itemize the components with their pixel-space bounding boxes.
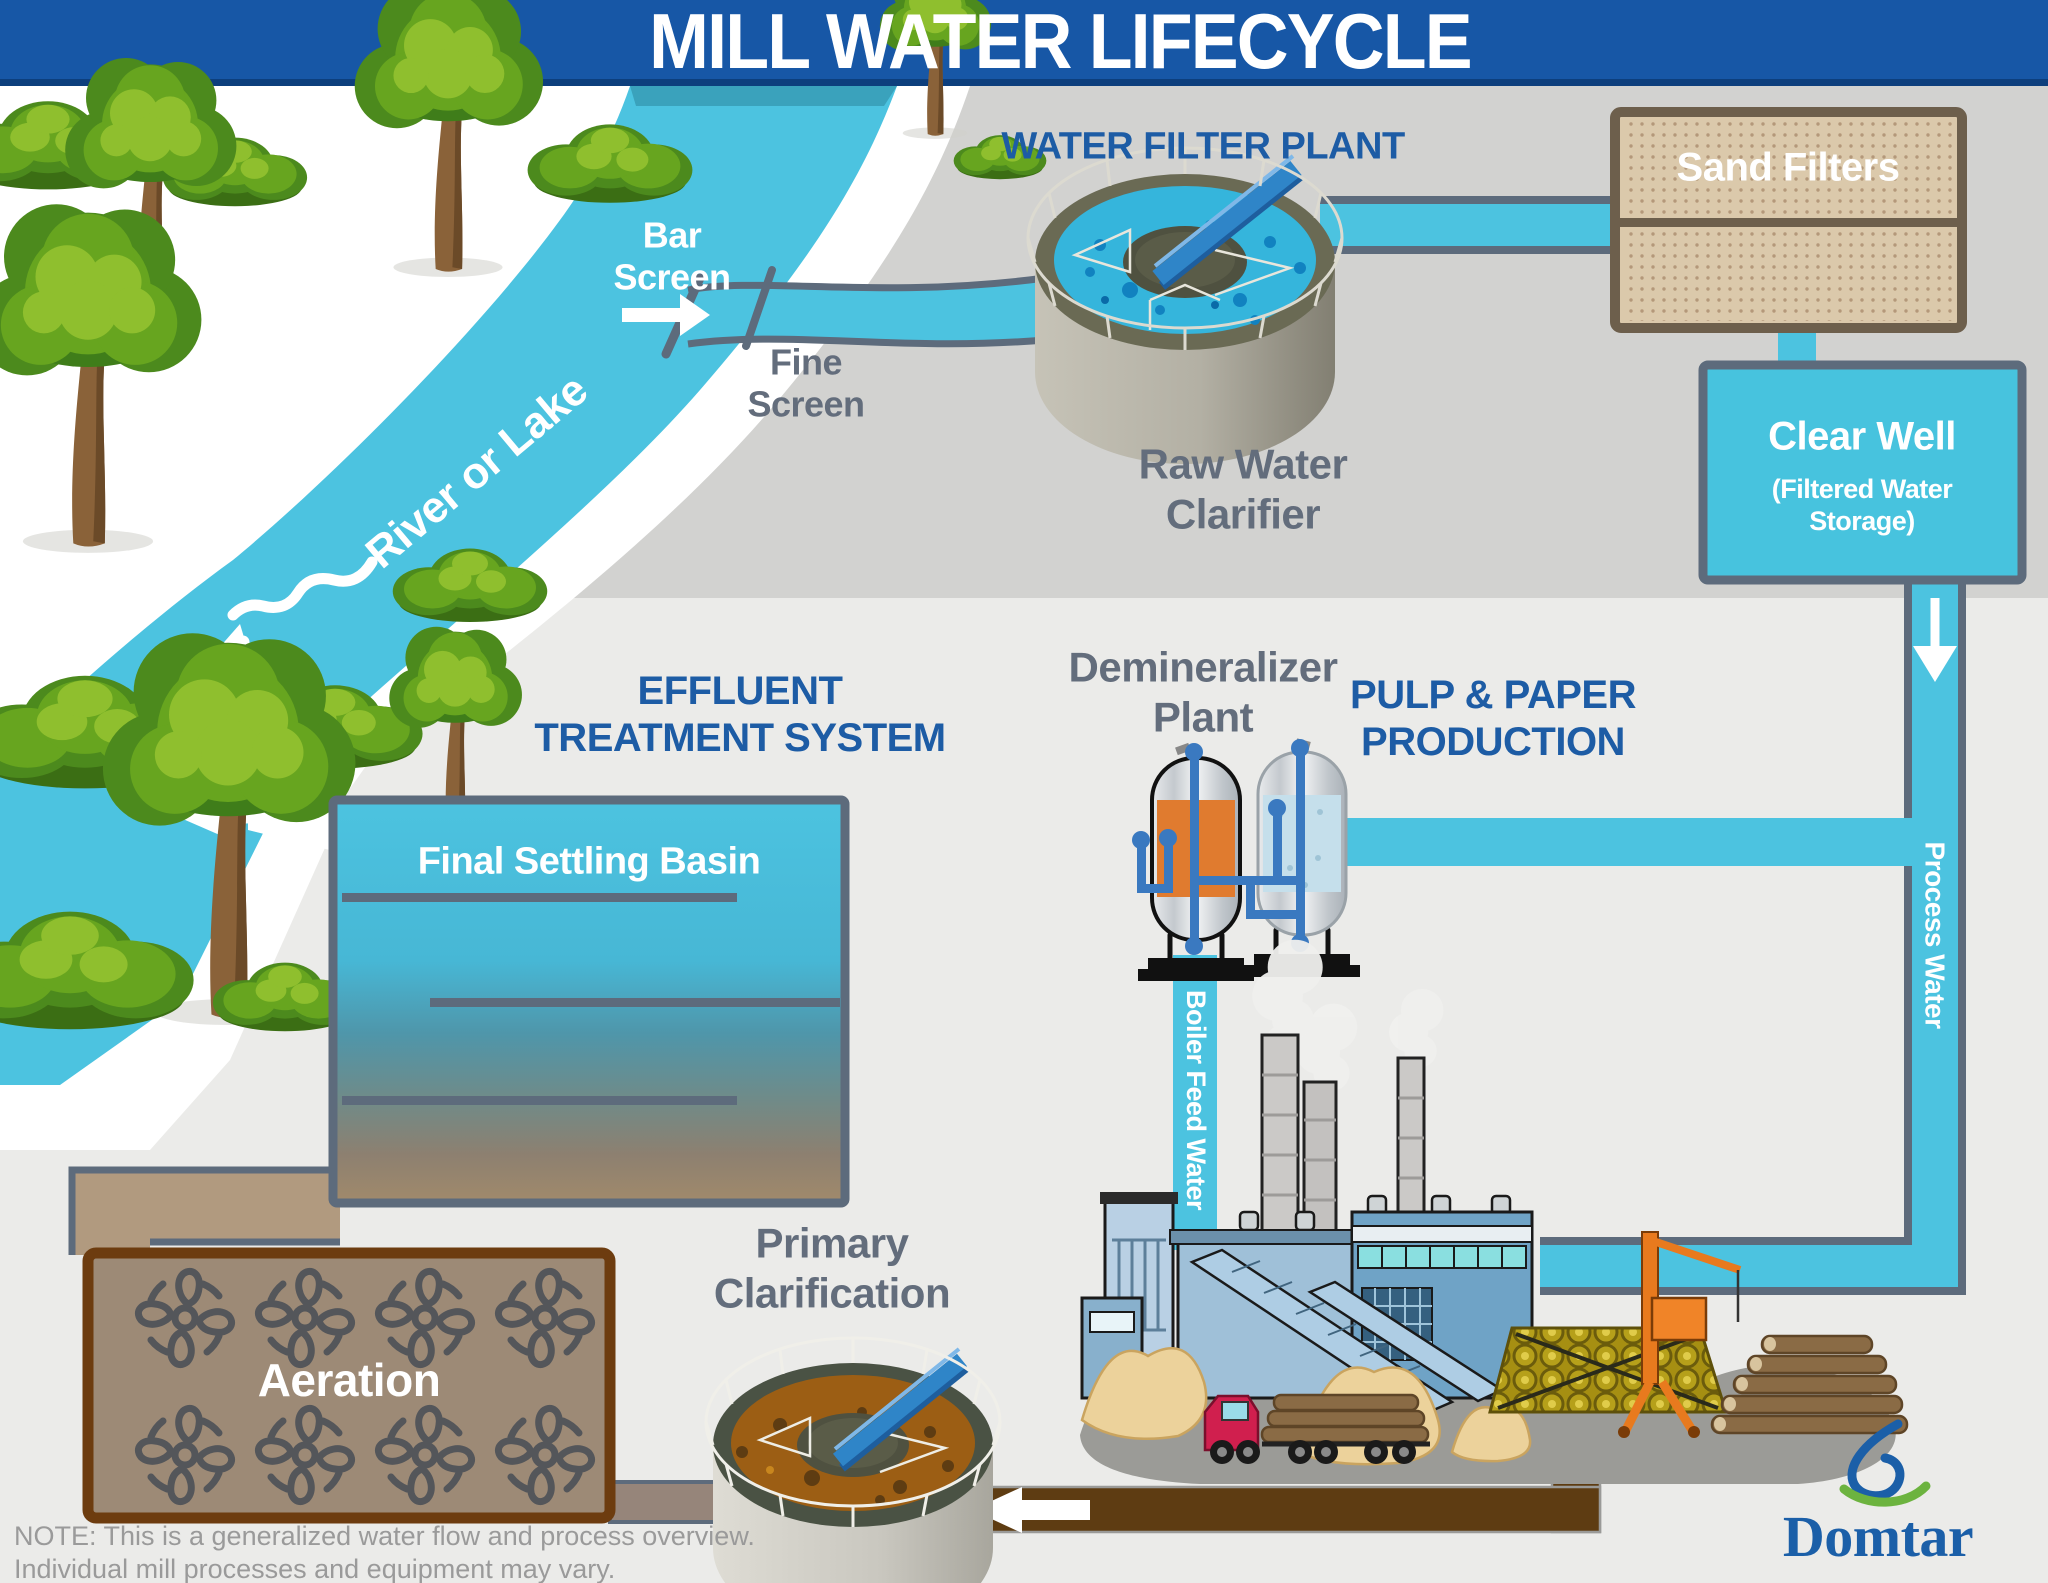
pipe-basin-aeration [68,1166,340,1255]
label-process-water: Process Water [1919,841,1951,1029]
label-aeration: Aeration [257,1353,441,1406]
clear-well-box [1698,360,2027,585]
pipe-demineralizer-branch [1345,818,1915,866]
clarifier-railing [1026,146,1344,350]
basin-baffle [430,998,840,1007]
clarifier-truss [756,1416,950,1474]
crane [1618,1231,1742,1438]
label-clear-well-subtitle: (Filtered Water Storage) [1771,474,1953,536]
logo-wordmark: Domtar [1782,1503,1974,1569]
label-clear-well: Clear Well [1768,414,1956,459]
label-boiler-feed-water: Boiler Feed Water [1180,989,1211,1211]
clarifier-bridge [1152,154,1304,290]
label-effluent-treatment-system: EFFLUENT TREATMENT SYSTEM [534,668,946,760]
clarifier-bridge [832,1347,969,1472]
label-pulp-paper-production: PULP & PAPER PRODUCTION [1350,672,1636,764]
log-truck [1203,1393,1430,1464]
footnote: NOTE: This is a generalized water flow a… [14,1521,755,1583]
clarifier-railing [704,1336,1002,1527]
process-water-down-arrow-icon [1913,598,1957,682]
pulp-mill-illustration [1080,939,1909,1484]
clarifier-truss [1071,228,1295,330]
basin-baffle [342,893,737,902]
label-fine-screen: Fine Screen [747,341,865,425]
pipe-boiler-feed [1173,955,1217,1250]
river-top-shade [630,86,897,106]
final-settling-basin-box [328,795,850,1208]
log-pile-brown [1710,1334,1909,1435]
aeration-box [82,1247,616,1524]
intake-channel [661,266,1046,359]
intake-arrow-icon [622,294,710,336]
fine-screen-icon [742,266,776,350]
smokestacks [1260,1033,1426,1242]
label-raw-water-clarifier: Raw Water Clarifier [1138,440,1348,537]
pipe-clarifier-to-sandfilters [1320,196,1618,254]
raw-water-clarifier-tank [1026,146,1344,464]
sludge-arrow-icon [972,1487,1090,1533]
primary-clarifier-tank [704,1336,1002,1583]
title-bar-edge [0,79,2048,86]
label-primary-clarification: Primary Clarification [713,1219,951,1316]
label-bar-screen: Bar Screen [613,214,731,298]
title-bar [0,0,2048,79]
label-sand-filters: Sand Filters [1676,145,1900,190]
label-water-filter-plant: WATER FILTER PLANT [1001,125,1405,168]
domtar-leaf-drop-icon [1839,1419,1931,1507]
label-demineralizer-plant: Demineralizer Plant [1068,643,1338,740]
page-title: MILL WATER LIFECYCLE [649,0,1472,85]
pipe-process-water [1540,574,1966,1295]
label-final-settling-basin: Final Settling Basin [417,840,761,883]
sand-filters-box [1610,107,1967,333]
basin-baffle [342,1096,737,1105]
